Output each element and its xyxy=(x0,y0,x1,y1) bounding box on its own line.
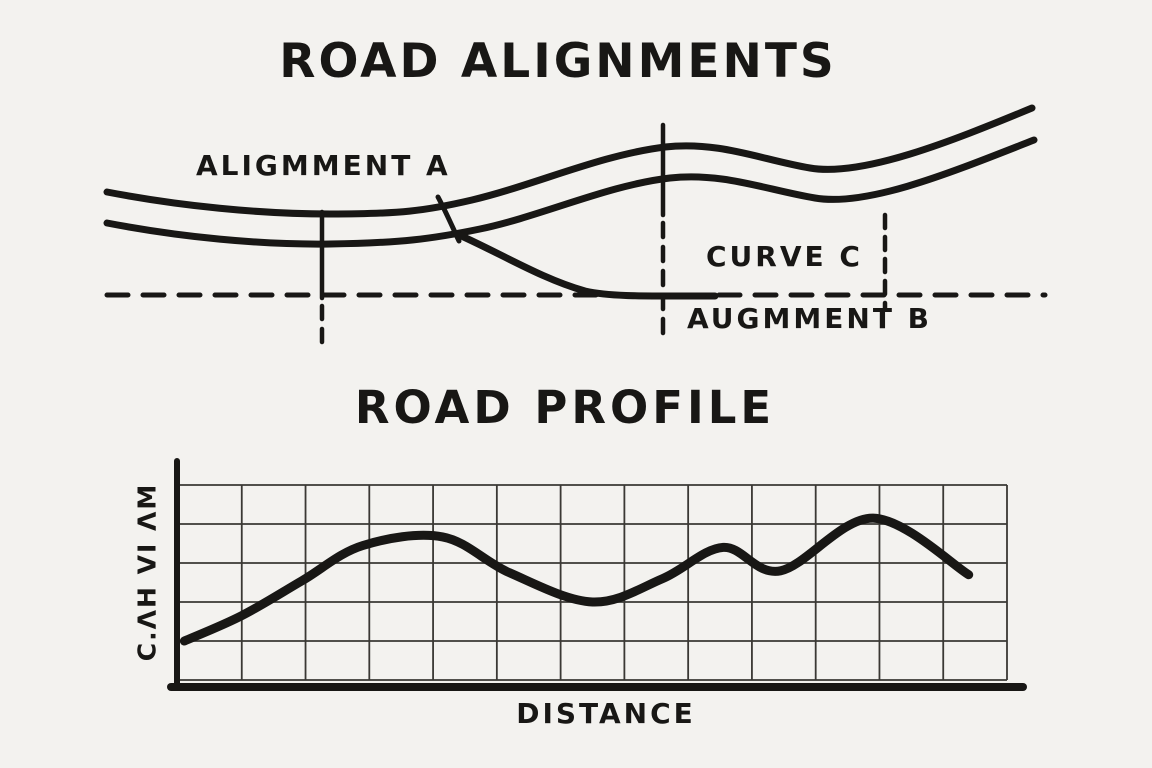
alignment-diagram xyxy=(103,104,1048,345)
alignment-a-label: ALIGMMENT A xyxy=(196,149,451,182)
road-alignment-b-curve xyxy=(453,230,719,300)
x-axis-label: DISTANCE xyxy=(516,697,696,730)
road-alignment-a-upper-line xyxy=(103,104,1036,218)
y-axis-label: C.ΛH VI ΛM xyxy=(132,482,162,662)
junction-tick xyxy=(435,194,462,244)
curve-c-label: CURVE C xyxy=(706,240,863,273)
profile-curve xyxy=(179,513,974,646)
alignment-b-label: AUGMMENT B xyxy=(687,302,933,335)
road-alignment-a-lower-line xyxy=(103,136,1038,248)
profile-title: ROAD PROFILE xyxy=(354,381,776,434)
profile-chart xyxy=(167,458,1027,691)
page-title: ROAD ALIGNMENTS xyxy=(279,34,837,89)
profile-grid xyxy=(177,484,1008,681)
